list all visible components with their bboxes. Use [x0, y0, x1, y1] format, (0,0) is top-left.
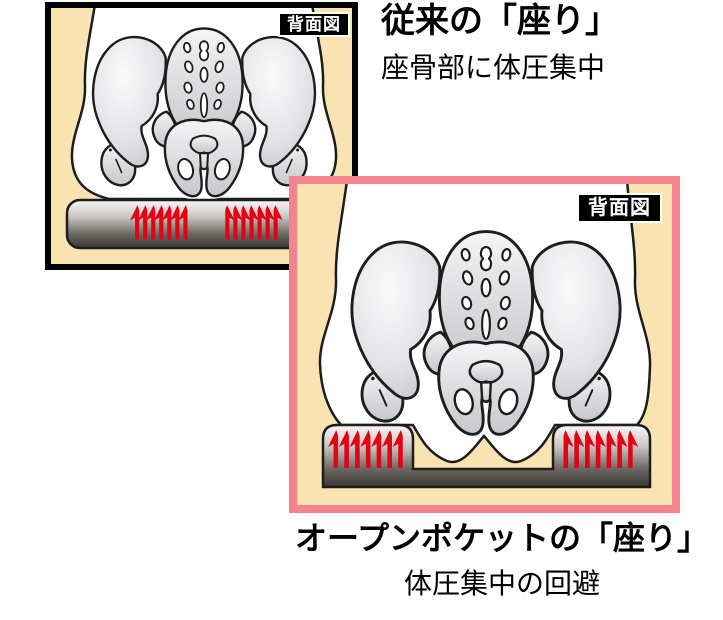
caption-subtitle: 体圧集中の回避	[403, 567, 600, 599]
caption-conventional: 従来の「座り」 座骨部に体圧集中	[381, 2, 619, 86]
conventional-illustration	[65, 8, 351, 250]
caption-subtitle: 座骨部に体圧集中	[381, 52, 606, 84]
open-pocket-illustration	[318, 184, 652, 489]
rear-view-badge: 背面図	[278, 12, 350, 37]
caption-title: オープンポケットの「座り」	[294, 520, 710, 556]
panel-conventional: 背面図	[45, 2, 358, 270]
panel-open-pocket: 背面図	[289, 176, 680, 513]
caption-title: 従来の「座り」	[381, 2, 619, 40]
rear-view-badge: 背面図	[577, 193, 662, 223]
caption-open-pocket: オープンポケットの「座り」 体圧集中の回避	[281, 520, 723, 602]
